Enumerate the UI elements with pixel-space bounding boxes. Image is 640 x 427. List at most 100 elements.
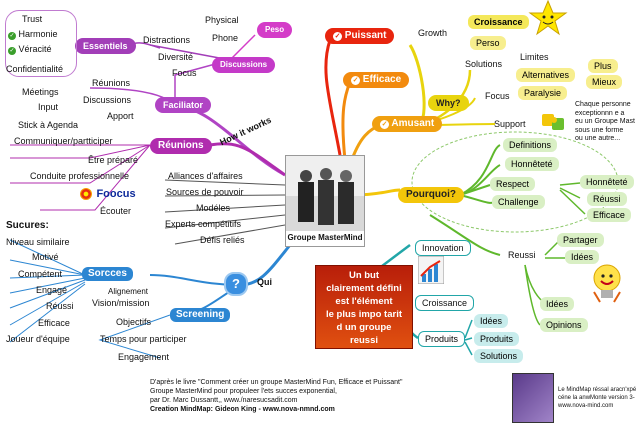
essentiels-item-text: Harmonie — [18, 29, 58, 39]
essentiels-item: Confidentialité — [6, 64, 64, 74]
star-icon-svg — [528, 0, 568, 36]
discussions-item: Distractions — [143, 35, 191, 45]
faciliator-item: Stick à Agenda — [18, 120, 79, 130]
center-left-item: Sources de pouvoir — [166, 187, 244, 197]
center-left-item: Alliances d'affaires — [168, 171, 243, 181]
amusant-label: Amusant — [391, 118, 435, 129]
reunions-node[interactable]: Réunions — [150, 138, 212, 154]
goal-line: d un groupe — [336, 322, 392, 333]
lightbulb-icon — [590, 262, 624, 308]
focus-logo-text: Foocus — [96, 187, 136, 200]
sources-item: Niveau similaire — [6, 237, 70, 247]
sources-item: Compétent — [18, 269, 63, 279]
faciliator-item: Input — [38, 102, 59, 112]
sources-item: Efficace — [38, 318, 70, 328]
center-left-item: Défis reliés — [200, 235, 245, 245]
reunions-item: Écouter — [100, 206, 132, 216]
footer-text: D'après le livre "Comment créer un group… — [150, 378, 402, 414]
question-mark: ? — [232, 276, 240, 291]
focus-logo: Foocus — [80, 185, 152, 201]
check-icon: ✓ — [8, 32, 16, 40]
credit-line: Le MindMap réssal aracn'xpé — [558, 387, 637, 393]
puzzle-icon-svg — [542, 114, 564, 130]
screening-item: Vision/mission — [92, 298, 150, 308]
why-item: Perso — [470, 36, 506, 50]
check-icon: ✓ — [8, 47, 16, 55]
goal-line: le plus impo tarit — [325, 309, 402, 320]
faciliator-node[interactable]: Faciliator — [155, 97, 212, 113]
essentiels-item: ✓ Véracité — [8, 44, 52, 55]
center-left-item: Experts compétitifs — [165, 219, 242, 229]
pourquoi-item: Honnêteté — [505, 157, 559, 171]
essentiels-node[interactable]: Essentiels — [75, 38, 136, 54]
discussions-node[interactable]: Discussions — [212, 57, 276, 73]
pourquoi-item: Honnêteté — [580, 175, 634, 189]
screening-item: Objectifs — [116, 317, 152, 327]
star-icon — [528, 0, 568, 36]
chart-icon — [417, 255, 445, 285]
amusant-node[interactable]: ✓ Amusant — [372, 116, 443, 132]
chart-icon-svg — [417, 255, 445, 285]
reussi-item: Partager — [557, 233, 604, 247]
essentiels-item: ✓ Harmonie — [8, 29, 58, 40]
efficace-node[interactable]: ✓ Efficace — [343, 72, 410, 88]
peso-node[interactable]: Peso — [257, 22, 293, 38]
goal-line: reussi — [350, 335, 378, 346]
why-item: Plus — [588, 59, 618, 73]
why-note: Chaque personne exceptionnn e a eu un Gr… — [575, 101, 635, 144]
sources-item: Réussi — [46, 301, 74, 311]
essentiels-cloud — [5, 10, 77, 77]
faciliator-item: Apport — [107, 111, 134, 121]
pourquoi-item: Réussi — [587, 192, 627, 206]
produits-item: Produits — [474, 332, 520, 346]
check-icon: ✓ — [380, 120, 389, 129]
essentiels-item-text: Véracité — [18, 44, 52, 54]
reussi-node[interactable]: Reussi — [508, 250, 536, 260]
screening-item: Engagement — [118, 352, 170, 362]
peso-item: Phone — [212, 33, 239, 43]
pourquoi-item: Respect — [490, 177, 536, 191]
puissant-node[interactable]: ✓ Puissant — [325, 28, 395, 44]
puissant-label: Puissant — [344, 30, 387, 41]
reunions-item: Communiquer/partticiper — [14, 136, 113, 146]
qui-label: Qui — [257, 277, 272, 287]
produits-item: Idées — [474, 314, 509, 328]
sources-node[interactable]: Sorcces — [82, 267, 133, 281]
pourquoi-node[interactable]: Pourquoi? — [398, 187, 464, 203]
screening-item: Alignement — [108, 287, 149, 296]
sources-item: Joueur d'équipe — [6, 334, 70, 344]
center-photo: Groupe MasterMind — [285, 155, 365, 247]
sources-heading: Sucures: — [6, 220, 49, 231]
goal-line: clairement défini — [326, 283, 402, 294]
sources-item: Motivé — [32, 252, 59, 262]
produits-node[interactable]: Produits — [418, 331, 466, 347]
pourquoi-item: Definitions — [503, 138, 558, 152]
why-note-line: exceptionnn e a — [575, 109, 625, 117]
question-icon[interactable]: ? — [224, 272, 248, 296]
why-item: Mieux — [586, 75, 623, 89]
check-icon: ✓ — [351, 76, 360, 85]
innovation-item: Croissance — [415, 295, 475, 311]
book-cover-icon — [512, 373, 554, 423]
discussions-item: Diversité — [158, 52, 194, 62]
credit-text: Le MindMap réssal aracn'xpé céne la anwM… — [558, 386, 636, 410]
why-item: Focus — [485, 91, 510, 101]
faciliator-item: Méetings — [22, 87, 59, 97]
puzzle-icon — [540, 108, 568, 136]
why-node[interactable]: Why? — [428, 95, 469, 111]
why-note-line: sous une forme — [575, 126, 624, 134]
screening-node[interactable]: Screening — [170, 308, 231, 322]
sources-item: Engagé — [36, 285, 68, 295]
footer-line: D'après le livre "Comment créer un group… — [150, 379, 403, 386]
screening-item: Temps pour participer — [100, 334, 187, 344]
goal-box: Un but clairement défini est l'élément l… — [315, 265, 413, 349]
pourquoi-item: Efficace — [587, 208, 631, 222]
why-item: Limites — [520, 52, 549, 62]
why-note-line: eu un Groupe Mast — [575, 118, 635, 125]
faciliator-item: Discussions — [83, 95, 132, 105]
credit-line: www.nova-mind.com — [558, 403, 614, 409]
reussi-item: Idées — [565, 250, 600, 264]
reunions-item: Être préparé — [88, 155, 139, 165]
center-left-item: Modéles — [196, 203, 231, 213]
produits-item: Solutions — [474, 349, 524, 363]
